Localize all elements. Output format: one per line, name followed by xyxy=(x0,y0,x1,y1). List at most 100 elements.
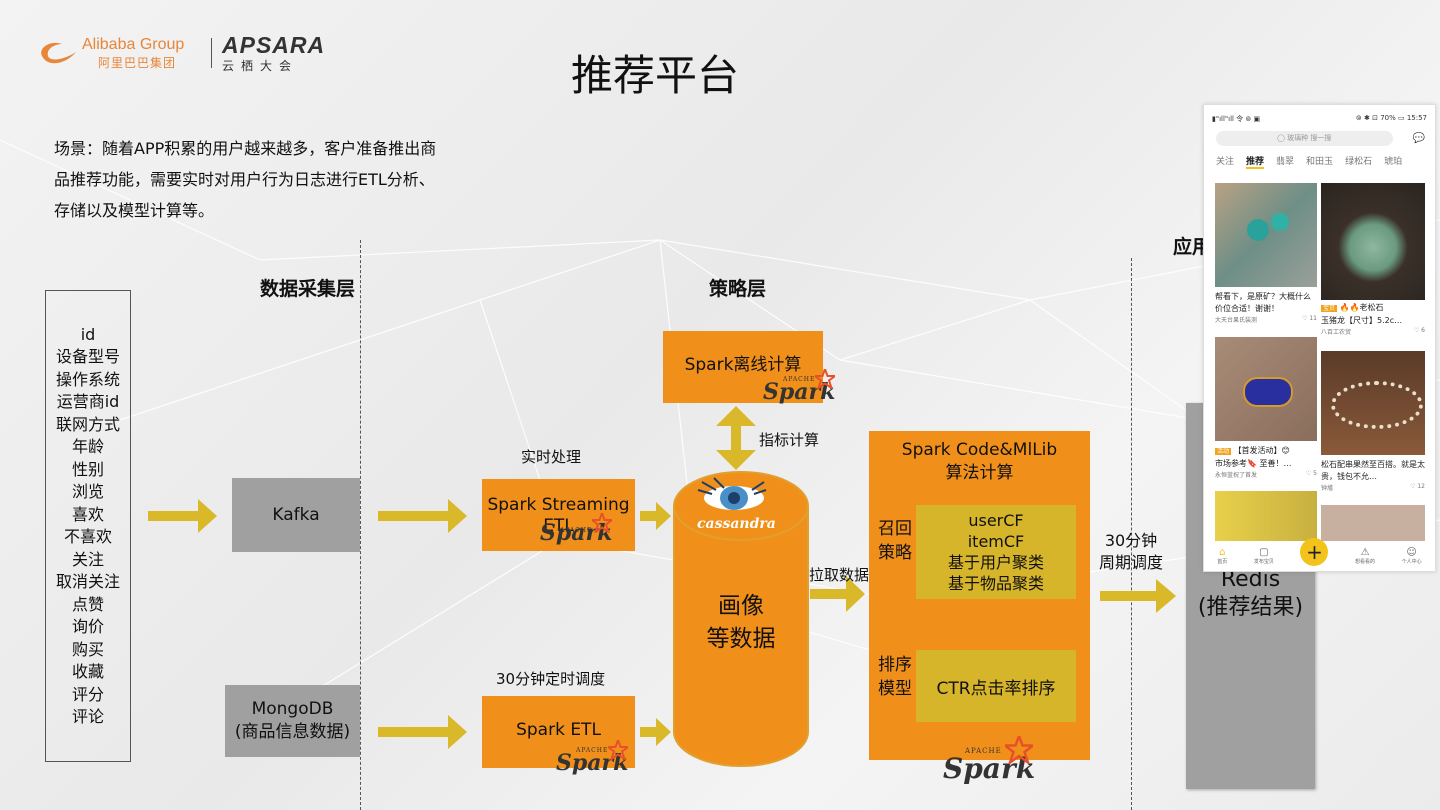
rank-item: CTR点击率排序 xyxy=(936,678,1056,699)
field-item: 年龄 xyxy=(71,437,104,456)
spark-star-icon xyxy=(815,369,835,389)
recall-item: 基于物品聚类 xyxy=(947,574,1044,593)
description-line: 场景：随着APP积累的用户越来越多，客户准备推出商 xyxy=(54,139,437,158)
card-lead: 【首发活动】😊 xyxy=(1233,446,1290,455)
recall-item: userCF xyxy=(968,511,1024,530)
card-badge: 宝贝 xyxy=(1321,305,1338,312)
spark-star-icon xyxy=(608,740,628,760)
feed-card[interactable]: 宝贝 🔥🔥老松石 玉猪龙【尺寸】5.2c… 八百工农贸 ♡ 6 xyxy=(1321,183,1425,336)
storage-text: 画像 等数据 xyxy=(672,590,810,656)
redis-line2: (推荐结果) xyxy=(1197,595,1304,620)
recall-label: 召回 策略 xyxy=(878,517,912,565)
card-caption: 帮看下，是原矿？大概什么价位合适！谢谢！ xyxy=(1215,292,1311,313)
card-image xyxy=(1321,183,1425,300)
card-likes[interactable]: ♡ 6 xyxy=(1413,327,1425,334)
card-user: 大天台果氏装测 xyxy=(1215,317,1258,324)
status-left: ▮"ıll"ıll 令 ⊚ ▣ xyxy=(1212,115,1261,123)
nav-home[interactable]: ⌂首页 xyxy=(1217,547,1227,565)
apsara-logo: APSARA 云栖大会 xyxy=(222,32,332,73)
field-item: 操作系统 xyxy=(55,369,120,389)
storage-line1: 画像 xyxy=(718,593,764,619)
field-item: 取消关注 xyxy=(55,572,120,591)
feed-card[interactable]: 松石配串果然至百搭。就是太贵，钱包不允… 钟馗 ♡ 12 xyxy=(1321,351,1425,492)
kafka-label: Kafka xyxy=(272,504,320,525)
recall-item: 基于用户聚类 xyxy=(947,553,1044,572)
description-line: 存储以及模型计算等。 xyxy=(54,201,215,220)
arrow-fields-kafka xyxy=(148,499,217,533)
chat-icon[interactable]: 💬 xyxy=(1412,132,1425,144)
card-image xyxy=(1215,337,1317,441)
alibaba-cn: 阿里巴巴集团 xyxy=(98,56,177,70)
field-item: 设备型号 xyxy=(55,347,120,366)
phone-nav-bar: ⌂首页 ▢发布宝贝 + ⚠想看看的 ☺个人中心 xyxy=(1204,538,1435,571)
nav-publish-label: 发布宝贝 xyxy=(1253,559,1274,565)
alibaba-word: Alibaba xyxy=(82,36,136,53)
field-item: 评分 xyxy=(71,684,104,704)
nav-publish[interactable]: ▢发布宝贝 xyxy=(1254,547,1274,565)
cassandra-eye-icon xyxy=(697,477,767,510)
tab-amber[interactable]: 琥珀 xyxy=(1384,157,1403,167)
phone-status-bar: ▮"ıll"ıll 令 ⊚ ▣ ⊚ ✱ ⊡ 70% ▭ 15:57 xyxy=(1204,105,1435,124)
field-item: 浏览 xyxy=(71,482,104,501)
card-likes[interactable]: ♡ 11 xyxy=(1302,315,1317,322)
phone-search-input[interactable]: ◯ 玻璃种 搜一搜 xyxy=(1216,131,1393,146)
spark-star-icon xyxy=(1005,736,1033,764)
nav-profile[interactable]: ☺个人中心 xyxy=(1402,547,1422,565)
card-user: 八百工农贸 xyxy=(1321,329,1352,336)
nav-profile-label: 个人中心 xyxy=(1401,559,1422,565)
mllib-box: Spark Code&MlLib 算法计算 召回 策略 userCF itemC… xyxy=(869,431,1090,760)
arrow-storage-offline xyxy=(716,406,756,470)
card-user: 永恒蓝祝了首发 xyxy=(1215,472,1258,479)
tab-follow[interactable]: 关注 xyxy=(1216,157,1235,167)
alibaba-group-word: Group xyxy=(139,36,185,53)
mllib-title-line1: Spark Code&MlLib xyxy=(901,440,1058,460)
mllib-title: Spark Code&MlLib 算法计算 xyxy=(869,439,1090,485)
nav-want[interactable]: ⚠想看看的 xyxy=(1355,547,1375,565)
storage-cylinder xyxy=(673,471,809,767)
cassandra-label: cassandra xyxy=(697,516,776,532)
arrow-mllib-redis xyxy=(1100,579,1176,613)
card-caption: 松石配串果然至百搭。就是太贵，钱包不允… xyxy=(1321,460,1425,481)
feed-card[interactable]: 帮看下，是原矿？大概什么价位合适！谢谢！ 大天台果氏装测 ♡ 11 xyxy=(1215,183,1317,324)
status-right: ⊚ ✱ ⊡ 70% ▭ 15:57 xyxy=(1355,114,1427,122)
description-line: 品推荐功能，需要实时对用户行为日志进行ETL分析、 xyxy=(54,170,435,189)
arrow-etl-storage xyxy=(640,718,671,746)
realtime-label: 实时处理 xyxy=(521,448,582,466)
apsara-cn: 云栖大会 xyxy=(222,59,299,73)
card-caption: 玉猪龙【尺寸】5.2c… xyxy=(1321,316,1403,325)
home-icon: ⌂ xyxy=(1219,547,1226,558)
arrow-streaming-storage xyxy=(640,502,671,530)
card-likes[interactable]: ♡ 12 xyxy=(1410,483,1425,490)
add-post-button[interactable]: + xyxy=(1300,538,1329,566)
page-title: 推荐平台 xyxy=(570,51,739,100)
field-item: 询价 xyxy=(71,617,104,636)
card-likes[interactable]: ♡ 5 xyxy=(1305,470,1317,477)
card-lead: 🔥🔥老松石 xyxy=(1339,303,1384,312)
card-caption: 市场参考🔖 至善！… xyxy=(1215,459,1292,468)
tab-hetian[interactable]: 和田玉 xyxy=(1306,157,1334,167)
rank-line1: 排序 xyxy=(878,655,912,675)
alibaba-group-logo: Alibaba Group 阿里巴巴集团 xyxy=(36,34,206,74)
tab-turquoise[interactable]: 绿松石 xyxy=(1345,157,1373,167)
spark-etl-label: Spark ETL xyxy=(516,720,601,740)
logo-divider xyxy=(211,38,212,68)
spark-streaming-sublabel: ETL xyxy=(543,516,574,536)
recall-box: userCF itemCF 基于用户聚类 基于物品聚类 xyxy=(916,505,1076,599)
field-item: 喜欢 xyxy=(71,504,104,524)
alibaba-smile-icon xyxy=(41,42,76,64)
field-item: 不喜欢 xyxy=(63,527,112,546)
card-user: 钟馗 xyxy=(1321,485,1334,492)
field-item: 评论 xyxy=(71,707,104,726)
tab-jade[interactable]: 翡翠 xyxy=(1276,157,1295,167)
dispatch-label: 30分钟 周期调度 xyxy=(1096,530,1166,574)
tab-recommend[interactable]: 推荐 xyxy=(1246,154,1265,169)
field-item: 联网方式 xyxy=(55,414,120,434)
feed-card[interactable]: 活动 【首发活动】😊 市场参考🔖 至善！… 永恒蓝祝了首发 ♡ 5 xyxy=(1215,337,1317,479)
card-badge: 活动 xyxy=(1215,448,1232,455)
mongodb-sublabel: (商品信息数据) xyxy=(234,722,351,742)
